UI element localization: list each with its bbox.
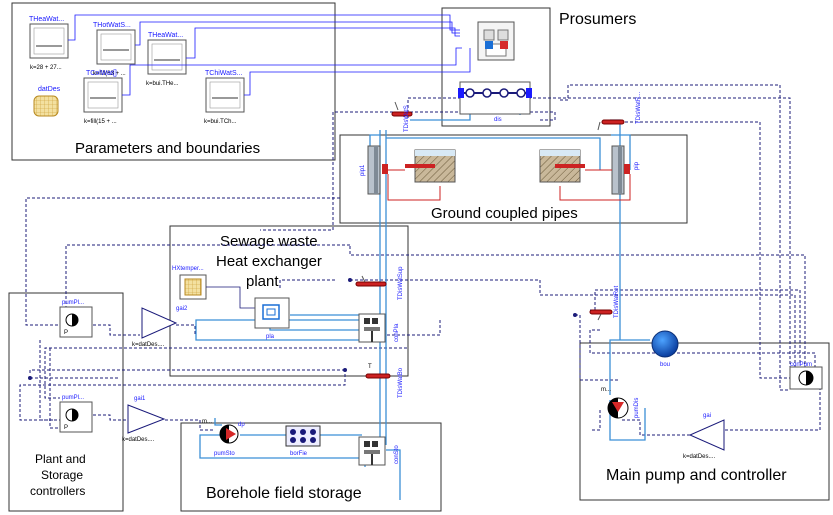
block-gai2[interactable]: gai2 k=datDes.... <box>132 306 188 348</box>
label-THeaWat1: THeaWat... <box>29 16 64 23</box>
block-THotWat[interactable]: THotWatS... k=fill(63 + ... <box>93 22 136 77</box>
label-conPum: conPum <box>790 362 812 368</box>
group-sewage[interactable] <box>169 225 409 377</box>
label-T-sto: T <box>368 364 372 370</box>
label-pumSto: pumSto <box>214 451 235 457</box>
label-THeaWat2: THeaWat... <box>148 32 183 39</box>
label-pla: pla <box>266 334 275 340</box>
label-conPla: conPla <box>394 323 400 342</box>
block-TColWat[interactable]: TColWat[] k=fill(15 + ... <box>83 70 123 125</box>
block-conPum[interactable]: conPum <box>789 362 823 390</box>
param-THotWat: k=fill(63 + ... <box>93 71 126 77</box>
label-TColWat: TColWat[] <box>86 70 117 77</box>
label-TDisWatRet: TDisWatRet <box>614 286 620 318</box>
block-conSto[interactable]: conSto <box>358 436 400 466</box>
label-TDisWatBo: TDisWatBo <box>398 367 404 398</box>
group-borehole[interactable] <box>180 422 442 512</box>
title-borehole: Borehole field storage <box>206 485 362 502</box>
param-pumPl2: P <box>64 425 68 431</box>
block-prosumers-building[interactable] <box>477 21 515 61</box>
sensor-TDisWatBo[interactable]: T TDisWatBo <box>365 364 404 398</box>
block-pumDis[interactable]: m... pumDis <box>601 387 640 419</box>
label-TDisWatSup: TDisWatSup <box>398 266 404 300</box>
title-ground: Ground coupled pipes <box>431 205 578 222</box>
label-borFie: borFie <box>290 451 308 457</box>
param-gai: k=datDes.... <box>683 454 716 460</box>
label-dis: dis <box>494 117 502 123</box>
label-TDisWatR: TDisWatR... <box>636 92 642 124</box>
label-HXtemper: HXtemper... <box>172 266 204 272</box>
block-pumSto[interactable]: m... dp pumSto <box>202 419 245 457</box>
title-parameters: Parameters and boundaries <box>75 140 260 157</box>
title-main-pump: Main pump and controller <box>606 467 787 484</box>
title-sewage-1: Sewage waste <box>220 233 318 250</box>
block-bou[interactable]: bou <box>651 330 679 368</box>
block-borFie[interactable]: borFie <box>285 425 321 457</box>
label-gai2: gai2 <box>176 306 188 312</box>
block-HXtemper[interactable]: HXtemper... <box>172 266 207 300</box>
param-pumPl1: P <box>64 330 68 336</box>
ground-soil-2 <box>539 149 585 183</box>
block-pip1[interactable]: pip1 <box>360 145 388 195</box>
sensor-TDisWatSup[interactable]: TDisWatSup <box>355 266 404 300</box>
label-THotWat: THotWatS... <box>93 22 131 29</box>
label-pip: pip <box>634 161 640 170</box>
group-main-pump[interactable] <box>579 342 830 501</box>
param-gai2: k=datDes.... <box>132 342 165 348</box>
junction-dot-2 <box>343 368 347 372</box>
param-gai1: k=datDes.... <box>122 437 155 443</box>
param-TColWat: k=fill(15 + ... <box>84 119 117 125</box>
label-conSto: conSto <box>394 445 400 464</box>
label-datDes: datDes <box>38 86 61 93</box>
title-sewage-2: Heat exchanger <box>216 253 322 270</box>
label-m-flow-sto: m... <box>202 419 212 425</box>
ground-soil-1 <box>405 149 456 183</box>
block-TChiWat[interactable]: TChiWatS... k=bui.TCh... <box>204 70 245 125</box>
sensor-TDisWatR[interactable]: TDisWatR... <box>597 92 642 131</box>
label-bou: bou <box>660 362 670 368</box>
junction-dot-3 <box>348 278 352 282</box>
label-m-flow-dis: m... <box>601 387 611 393</box>
block-gai[interactable]: gai k=datDes.... <box>683 413 725 460</box>
label-pumPl1: pumPl... <box>62 300 84 306</box>
sensor-TDisWatRet[interactable]: TDisWatRet <box>589 286 620 321</box>
sensor-TDisWatS[interactable]: TDisWatS <box>391 101 413 132</box>
label-gai: gai <box>703 413 711 419</box>
param-THeaWat1: k=28 + 27... <box>30 65 62 71</box>
label-pumPl2: pumPl... <box>62 395 84 401</box>
group-prosumers[interactable] <box>441 7 551 127</box>
label-TChiWat: TChiWatS... <box>205 70 243 77</box>
title-sewage-3: plant <box>246 273 279 290</box>
group-ground[interactable] <box>339 134 688 224</box>
wire-HXtemper-pla <box>206 286 255 309</box>
block-pla[interactable]: pla <box>254 297 290 340</box>
group-parameters[interactable] <box>11 2 336 161</box>
title-plant-ctrl-3: controllers <box>30 484 85 498</box>
label-dp: dp <box>238 422 245 428</box>
block-conPla[interactable]: conPla <box>358 313 400 343</box>
block-THeaWat1[interactable]: THeaWat... k=28 + 27... <box>29 16 69 71</box>
block-dis[interactable]: dis <box>458 81 532 123</box>
title-plant-ctrl-2: Storage <box>41 468 83 482</box>
param-THeaWat2: k=bui.THe... <box>146 81 179 87</box>
block-pumPl2[interactable]: pumPl... P <box>59 395 93 433</box>
block-datDes[interactable]: datDes <box>33 86 61 117</box>
title-plant-ctrl-1: Plant and <box>35 452 86 466</box>
param-TChiWat: k=bui.TCh... <box>204 119 237 125</box>
label-pip1: pip1 <box>360 164 366 176</box>
title-prosumers: Prosumers <box>559 11 636 28</box>
label-TDisWatS: TDisWatS <box>404 105 410 132</box>
junction-dot-4 <box>573 313 577 317</box>
label-gai1: gai1 <box>134 396 146 402</box>
label-pumDis: pumDis <box>634 398 640 418</box>
block-pip[interactable]: pip <box>611 145 640 195</box>
block-pumPl1[interactable]: pumPl... P <box>59 300 93 338</box>
source-signal-wires <box>68 14 471 96</box>
thermal-links <box>387 169 631 201</box>
junction-dot-1 <box>28 376 32 380</box>
block-gai1[interactable]: gai1 k=datDes.... <box>122 396 166 443</box>
block-THeaWat2[interactable]: THeaWat... k=bui.THe... <box>146 32 187 87</box>
